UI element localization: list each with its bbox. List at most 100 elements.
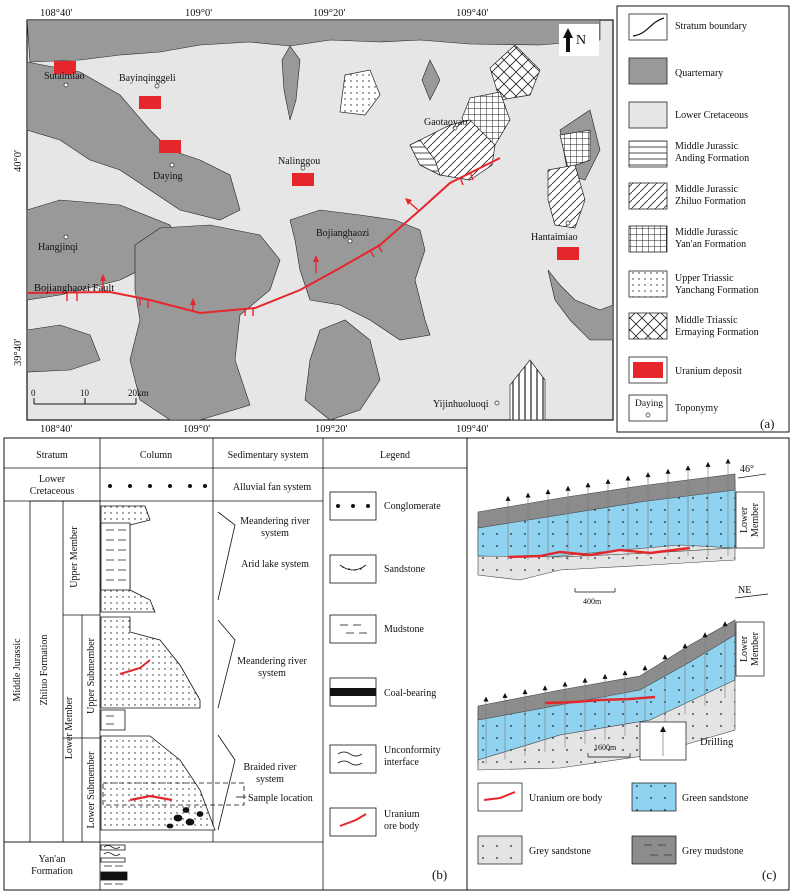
legend-swatch-green <box>631 782 677 812</box>
legend-swatch-grey <box>477 835 523 865</box>
legend-mudstone-icon <box>340 624 367 634</box>
header-column: Column <box>140 450 172 461</box>
drill-arrow-icon <box>705 461 711 467</box>
toponymy-sample: Daying <box>635 399 663 409</box>
zhiluo-area-east <box>547 164 586 229</box>
scale-label: 10 <box>80 388 90 398</box>
drill-arrow-icon <box>522 689 528 695</box>
drill-arrow-icon <box>662 654 668 660</box>
header-legend: Legend <box>380 450 410 461</box>
legend-label: Green sandstone <box>682 793 749 804</box>
place-label: Hantaimiao <box>531 232 578 243</box>
system-label: Alluvial fan system <box>233 482 312 493</box>
angle-label: 46° <box>740 464 754 475</box>
drill-arrow-icon <box>505 495 511 501</box>
legend-label: Uranium ore body <box>529 793 602 804</box>
system-brackets <box>217 511 236 831</box>
drill-arrow-icon <box>602 673 608 679</box>
mudstone-dashes <box>106 529 126 581</box>
column-legend-label: Mudstone <box>384 624 425 635</box>
column-panel: Stratum Column Sedimentary system Legend… <box>3 437 468 891</box>
coal-seam <box>100 871 128 881</box>
drill-arrow-icon <box>542 685 548 691</box>
coord-label: 40°0' <box>13 150 24 172</box>
drill-arrow-icon <box>722 621 728 627</box>
member-label: LowerMember <box>739 502 761 537</box>
drill-arrow-icon <box>685 465 691 471</box>
fault-ticks <box>66 171 474 316</box>
drill-arrow-icon <box>582 677 588 683</box>
section-panel: 46° LowerMember 400m NE LowerMember 1600… <box>466 437 790 891</box>
header-stratum: Stratum <box>36 450 68 461</box>
uranium-deposits <box>54 61 579 260</box>
system-label: Arid lake system <box>241 559 309 570</box>
legend-swatches <box>628 13 668 422</box>
drill-lines <box>483 621 728 764</box>
map-scale: 0 10 20km <box>31 388 149 405</box>
coord-label: 109°40' <box>456 424 488 435</box>
cross-section-1: 46° LowerMember 400m <box>477 458 767 606</box>
column-headers: Stratum Column Sedimentary system Legend <box>36 450 410 461</box>
legend-conglomerate-icon <box>336 504 370 508</box>
legend-coal-icon <box>330 688 376 696</box>
section-legend-labels: Uranium ore body Green sandstone Grey sa… <box>529 793 749 857</box>
coord-label: 109°20' <box>313 8 345 19</box>
direction-label: NE <box>738 585 751 596</box>
place-label: Bojianghaozi <box>316 228 370 239</box>
place-label: Yijinhuoluoqi <box>433 399 489 410</box>
fault-label: Bojianghaozi Fault <box>34 283 114 294</box>
drill-arrow-icon <box>645 472 651 478</box>
place-label: Sutaimiao <box>44 71 85 82</box>
anding-area <box>409 139 441 176</box>
place-labels: Sutaimiao Bayinqinggeli Daying Nalinggou… <box>38 71 578 410</box>
lower-member-label: Lower Member <box>64 696 75 759</box>
fault-arrows <box>100 198 419 312</box>
drill-arrow-icon <box>562 681 568 687</box>
place-label: Bayinqinggeli <box>119 73 176 84</box>
scale-label: 1600m <box>594 743 617 752</box>
fault-line <box>26 157 501 315</box>
zhiluo-label: Zhiluo Formation <box>39 635 50 706</box>
legend-sandstone-icon <box>339 564 367 571</box>
drill-arrow-icon <box>702 632 708 638</box>
column-legend-label: Sandstone <box>384 564 426 575</box>
conglomerate-lenses <box>166 807 204 829</box>
drill-arrow-icon <box>642 665 648 671</box>
coord-label: 109°40' <box>456 8 488 19</box>
sample-box <box>102 782 245 806</box>
middle-jurassic-label: Middle Jurassic <box>12 638 23 702</box>
drill-arrow-icon <box>725 458 731 464</box>
column-frame <box>3 437 468 891</box>
column-grid <box>3 438 467 890</box>
conglomerate-dots <box>108 483 207 488</box>
coord-label: 109°20' <box>315 424 347 435</box>
column-legend-label: Conglomerate <box>384 501 441 512</box>
lithology-column <box>100 470 216 885</box>
legend-label: Grey mudstone <box>682 846 744 857</box>
drilling-icon <box>660 726 666 732</box>
scale-label: 20km <box>128 388 149 398</box>
north-arrow: N <box>559 24 599 56</box>
coord-label: 108°40' <box>40 424 72 435</box>
member-label: LowerMember <box>739 631 761 666</box>
ore-body-mark <box>129 794 173 802</box>
yanan-area-east <box>559 129 591 169</box>
legend-unconformity-icon <box>337 751 363 766</box>
north-arrow-icon <box>563 28 573 52</box>
panel-label-c: (c) <box>762 867 776 882</box>
place-markers <box>63 82 571 406</box>
sample-location-label: Sample location <box>248 793 313 804</box>
coord-label: 39°40' <box>13 339 24 366</box>
drilling-label: Drilling <box>700 737 734 748</box>
toponymy-marker <box>645 412 651 418</box>
